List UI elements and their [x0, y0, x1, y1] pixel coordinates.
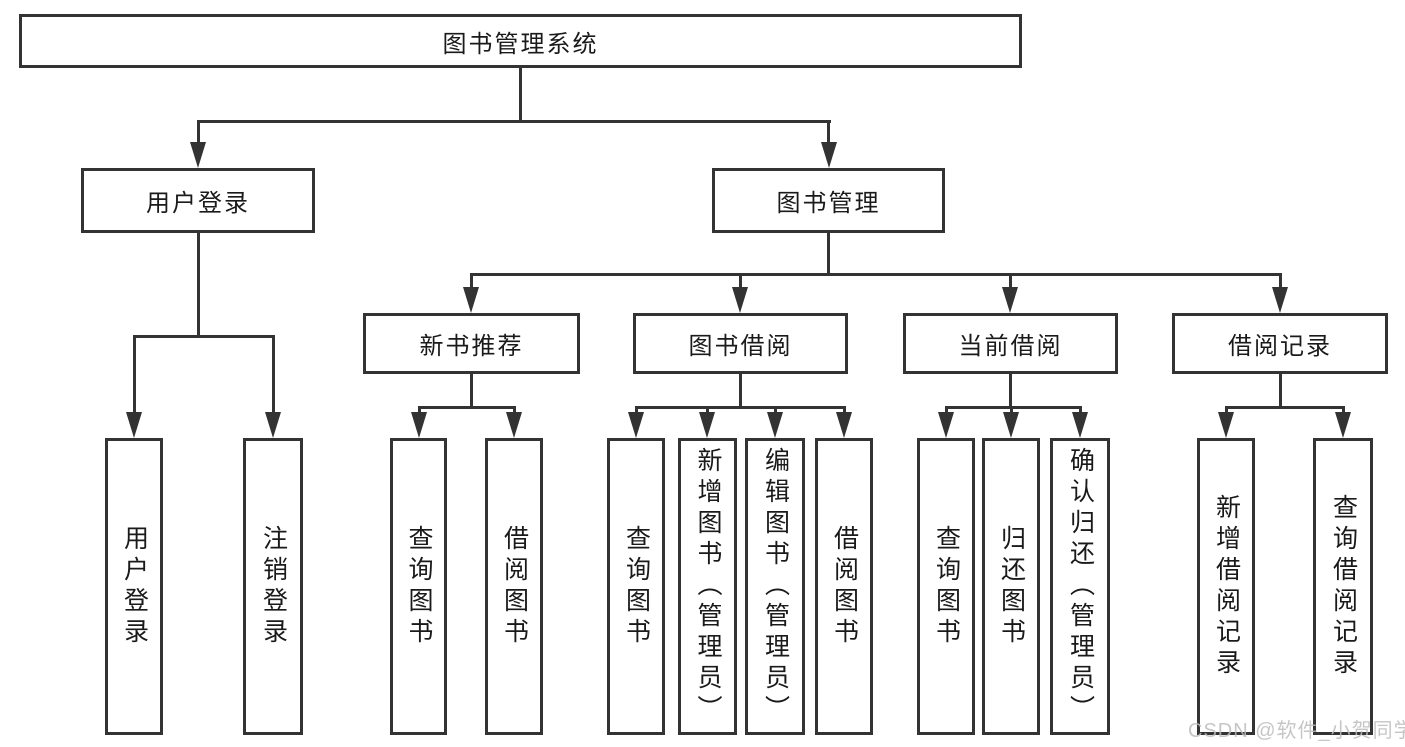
node-book-management-module: 图书管理 [712, 168, 945, 233]
arrowhead-logout-leaf [265, 412, 281, 438]
connector-records-trunk [1278, 374, 1282, 406]
leaf-user-login: 用户登录 [105, 438, 163, 735]
leaf-nb-query-books: 查询图书 [390, 438, 447, 735]
connector-bookmgmt-trunk [826, 233, 830, 273]
arrowhead-bb-edit [767, 412, 783, 438]
arrowhead-book-borrow [732, 287, 748, 313]
arrowhead-nb-query [411, 412, 427, 438]
connector-drop-bb-add [705, 406, 709, 414]
connector-drop-cb-query [944, 406, 948, 414]
leaf-cb-return-books-label: 归还图书 [997, 524, 1026, 649]
connector-drop-user-login [196, 120, 200, 146]
leaf-bb-add-books-admin-label: 新增图书（管理员） [694, 447, 722, 726]
connector-drop-nb-borrow [512, 406, 516, 414]
connector-drop-nb-query [417, 406, 421, 414]
node-book-borrow-label: 图书借阅 [688, 333, 793, 360]
arrowhead-rec-query [1335, 412, 1351, 438]
node-borrow-records: 借阅记录 [1172, 313, 1388, 374]
leaf-bb-edit-books-admin: 编辑图书（管理员） [745, 438, 805, 735]
arrowhead-bb-add [699, 412, 715, 438]
arrowhead-login-leaf [126, 412, 142, 438]
leaf-bb-query-books: 查询图书 [607, 438, 665, 735]
leaf-cb-confirm-return-admin-label: 确认归还（管理员） [1066, 447, 1095, 726]
arrowhead-new-books [463, 287, 479, 313]
connector-userlogin-hbar [132, 335, 275, 338]
node-user-login-module: 用户登录 [81, 168, 315, 233]
leaf-logout-label: 注销登录 [259, 524, 288, 649]
connector-userlogin-trunk [196, 233, 200, 335]
leaf-bb-borrow-books: 借阅图书 [815, 438, 873, 735]
connector-drop-book-borrow [738, 273, 742, 289]
arrowhead-bb-borrow [836, 412, 852, 438]
node-new-book-recommend: 新书推荐 [363, 313, 580, 374]
leaf-rec-add-record: 新增借阅记录 [1197, 438, 1255, 735]
arrowhead-bb-query [628, 412, 644, 438]
leaf-nb-query-books-label: 查询图书 [405, 524, 433, 649]
connector-root-trunk [518, 68, 522, 120]
connector-drop-rec-query [1341, 406, 1345, 414]
connector-currentborrow-hbar [944, 406, 1082, 409]
connector-newbooks-trunk [469, 374, 473, 406]
connector-drop-cb-return [1009, 406, 1013, 414]
node-root-system: 图书管理系统 [19, 14, 1022, 68]
leaf-bb-borrow-books-label: 借阅图书 [830, 524, 859, 649]
arrowhead-cb-return [1003, 412, 1019, 438]
connector-drop-bb-query [634, 406, 638, 414]
connector-drop-bb-borrow [842, 406, 846, 414]
leaf-cb-return-books: 归还图书 [982, 438, 1040, 735]
connector-drop-book-mgmt [827, 120, 830, 146]
leaf-user-login-label: 用户登录 [120, 524, 149, 649]
connector-drop-bb-edit [773, 406, 777, 414]
leaf-rec-query-record: 查询借阅记录 [1313, 438, 1373, 735]
leaf-rec-add-record-label: 新增借阅记录 [1212, 493, 1241, 680]
leaf-bb-edit-books-admin-label: 编辑图书（管理员） [761, 447, 790, 726]
connector-bookborrow-trunk [738, 374, 742, 406]
leaf-cb-query-books: 查询图书 [917, 438, 975, 735]
leaf-nb-borrow-books-label: 借阅图书 [500, 524, 529, 649]
leaf-cb-query-books-label: 查询图书 [932, 524, 961, 649]
connector-bookmgmt-hbar [469, 273, 1282, 276]
node-user-login-label: 用户登录 [146, 190, 250, 217]
connector-drop-logout-leaf [271, 335, 275, 415]
connector-drop-new-books [469, 273, 473, 289]
arrowhead-nb-borrow [506, 412, 522, 438]
node-current-borrow: 当前借阅 [903, 313, 1118, 374]
arrowhead-book-mgmt [820, 142, 837, 168]
connector-drop-cb-confirm [1078, 406, 1082, 414]
node-borrow-records-label: 借阅记录 [1228, 333, 1332, 360]
leaf-logout: 注销登录 [243, 438, 303, 735]
leaf-cb-confirm-return-admin: 确认归还（管理员） [1050, 438, 1110, 735]
arrowhead-current-borrow [1002, 287, 1018, 313]
csdn-watermark: CSDN @软件_小贺同学 [1188, 720, 1405, 742]
connector-drop-borrow-records [1278, 273, 1282, 289]
leaf-rec-query-record-label: 查询借阅记录 [1329, 493, 1358, 680]
arrowhead-user-login [190, 142, 206, 168]
connector-newbooks-hbar [417, 406, 516, 409]
node-current-borrow-label: 当前借阅 [958, 333, 1063, 360]
arrowhead-cb-query [938, 412, 954, 438]
connector-drop-login-leaf [132, 335, 136, 415]
connector-records-hbar [1224, 406, 1345, 409]
arrowhead-cb-confirm [1072, 412, 1088, 438]
connector-bookborrow-hbar [634, 406, 846, 409]
leaf-nb-borrow-books: 借阅图书 [485, 438, 543, 735]
connector-currentborrow-trunk [1008, 374, 1012, 406]
node-root-label: 图书管理系统 [442, 30, 599, 58]
node-new-book-recommend-label: 新书推荐 [419, 333, 524, 360]
connector-drop-current-borrow [1008, 273, 1012, 289]
leaf-bb-query-books-label: 查询图书 [622, 524, 651, 649]
node-book-management-label: 图书管理 [776, 190, 881, 217]
arrowhead-rec-add [1218, 412, 1234, 438]
leaf-bb-add-books-admin: 新增图书（管理员） [678, 438, 737, 735]
connector-drop-rec-add [1224, 406, 1228, 414]
connector-root-hbar [196, 120, 831, 123]
node-book-borrow: 图书借阅 [633, 313, 848, 374]
arrowhead-borrow-records [1272, 287, 1288, 313]
